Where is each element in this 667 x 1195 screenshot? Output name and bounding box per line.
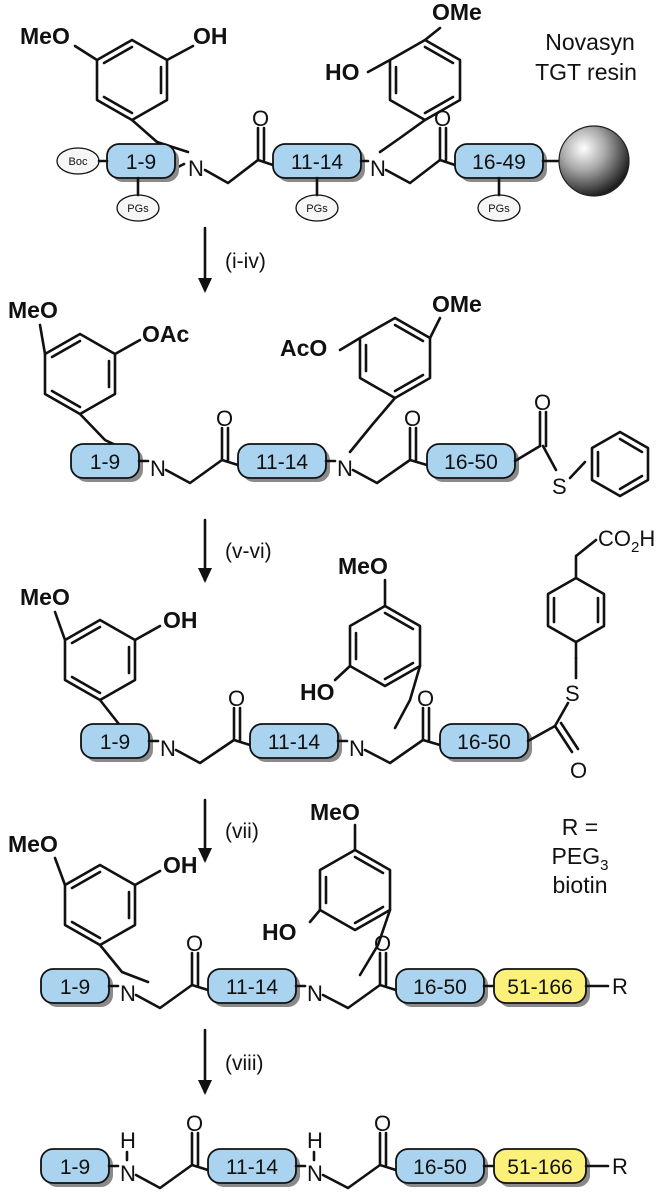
segment-label: 11-14 xyxy=(291,151,343,174)
amide-nitrogen-label: N xyxy=(307,981,323,1006)
segment-label: 11-14 xyxy=(226,976,278,999)
segment-label: 16-49 xyxy=(472,151,526,174)
amine-nitrogen-label: N xyxy=(307,1161,323,1186)
carbonyl-oxygen-label: O xyxy=(374,931,391,956)
methoxy-label: MeO xyxy=(20,23,70,49)
methoxy-label: MeO xyxy=(338,553,388,579)
step-label: (vii) xyxy=(225,820,259,843)
segment-label: 16-50 xyxy=(457,731,511,754)
resin-name-line1: Novasyn xyxy=(545,29,634,55)
step-label: (v-vi) xyxy=(225,540,272,563)
structure-2-thioester: MeO OAc 1-9 N O 11-14 N O AcO OMe 16-50 xyxy=(8,291,650,499)
carbonyl-oxygen-label: O xyxy=(228,686,245,711)
hydroxy-label: HO xyxy=(262,919,297,945)
r-definition-line3: biotin xyxy=(553,872,608,898)
structure-3-aryl-thioester: MeO OH 1-9 N O 11-14 N O MeO HO 16-50 xyxy=(20,526,655,783)
segment-label: 11-14 xyxy=(268,731,320,754)
reaction-arrow-2: (v-vi) xyxy=(198,518,272,583)
r-definition-line1: R = xyxy=(562,814,598,840)
amide-nitrogen-label: N xyxy=(160,736,176,761)
r-group-label: R xyxy=(612,1154,628,1179)
methoxy-label: OMe xyxy=(432,291,482,317)
pgs-label: PGs xyxy=(306,203,328,215)
methoxy-label: OMe xyxy=(432,0,482,25)
hydroxy-label: OH xyxy=(163,852,198,878)
segment-label: 16-50 xyxy=(413,1156,467,1179)
segment-label: 1-9 xyxy=(60,976,90,999)
methoxy-label: MeO xyxy=(8,297,58,323)
r-definition-line2: PEG3 xyxy=(552,843,609,874)
amide-nitrogen-label: N xyxy=(150,456,166,481)
amide-nitrogen-label: N xyxy=(188,156,204,181)
segment-label: 1-9 xyxy=(90,451,120,474)
hydroxy-label: OH xyxy=(193,23,228,49)
segment-label: 51-166 xyxy=(507,1156,572,1179)
resin-bead-icon xyxy=(558,125,630,197)
methoxy-label: MeO xyxy=(8,831,58,857)
reaction-arrow-1: (i-iv) xyxy=(198,226,266,293)
r-group-definition: R = PEG3 biotin xyxy=(552,814,609,898)
amide-nitrogen-label: N xyxy=(349,736,365,761)
hydroxy-label: HO xyxy=(325,59,360,85)
step-label: (i-iv) xyxy=(225,250,266,273)
hydroxy-label: OH xyxy=(163,607,198,633)
hydroxy-label: HO xyxy=(300,679,335,705)
sulfur-label: S xyxy=(565,681,580,706)
carbonyl-oxygen-label: O xyxy=(404,406,421,431)
methoxy-label: MeO xyxy=(20,584,70,610)
structure-4-ligated-protein: MeO OH 1-9 N O 11-14 N O MeO HO 16-50 xyxy=(8,799,628,1010)
acetoxy-label: OAc xyxy=(142,321,190,347)
carbonyl-oxygen-label: O xyxy=(534,390,551,415)
carbonyl-oxygen-label: O xyxy=(186,931,203,956)
carbonyl-oxygen-label: O xyxy=(186,1111,203,1136)
carbonyl-oxygen-label: O xyxy=(417,686,434,711)
segment-label: 11-14 xyxy=(256,451,308,474)
amine-hydrogen-label: H xyxy=(307,1128,323,1153)
structure-1-resin-bound-peptide: MeO OH N O 1-9 Boc PGs 11-14 PGs N O xyxy=(20,0,637,222)
segment-label: 16-50 xyxy=(413,976,467,999)
pgs-label: PGs xyxy=(488,203,510,215)
step-label: (viii) xyxy=(225,1052,263,1075)
reaction-arrow-4: (viii) xyxy=(198,1028,263,1095)
segment-label: 16-50 xyxy=(444,451,498,474)
boc-label: Boc xyxy=(69,156,88,168)
acetoxy-label: AcO xyxy=(280,335,327,361)
structure-5-final-protein: 1-9 N H O 11-14 N H O 16-50 51-166 R xyxy=(40,1111,628,1190)
amide-nitrogen-label: N xyxy=(120,981,136,1006)
amine-nitrogen-label: N xyxy=(120,1161,136,1186)
amide-nitrogen-label: N xyxy=(337,456,353,481)
carbonyl-oxygen-label: O xyxy=(570,758,587,783)
methoxy-label: MeO xyxy=(310,799,360,825)
segment-label: 1-9 xyxy=(100,731,130,754)
amide-nitrogen-label: N xyxy=(370,156,386,181)
carbonyl-oxygen-label: O xyxy=(216,406,233,431)
carboxylic-acid-label: CO2H xyxy=(598,526,655,556)
amine-hydrogen-label: H xyxy=(120,1128,136,1153)
resin-name-line2: TGT resin xyxy=(535,59,637,85)
segment-label: 1-9 xyxy=(60,1156,90,1179)
reaction-arrow-3: (vii) xyxy=(198,798,259,863)
segment-label: 1-9 xyxy=(126,151,156,174)
carbonyl-oxygen-label: O xyxy=(374,1111,391,1136)
segment-label: 51-166 xyxy=(507,976,572,999)
carbonyl-oxygen-label: O xyxy=(252,106,269,131)
r-group-label: R xyxy=(612,974,628,999)
pgs-label: PGs xyxy=(127,203,149,215)
sulfur-label: S xyxy=(552,474,567,499)
segment-label: 11-14 xyxy=(226,1156,278,1179)
